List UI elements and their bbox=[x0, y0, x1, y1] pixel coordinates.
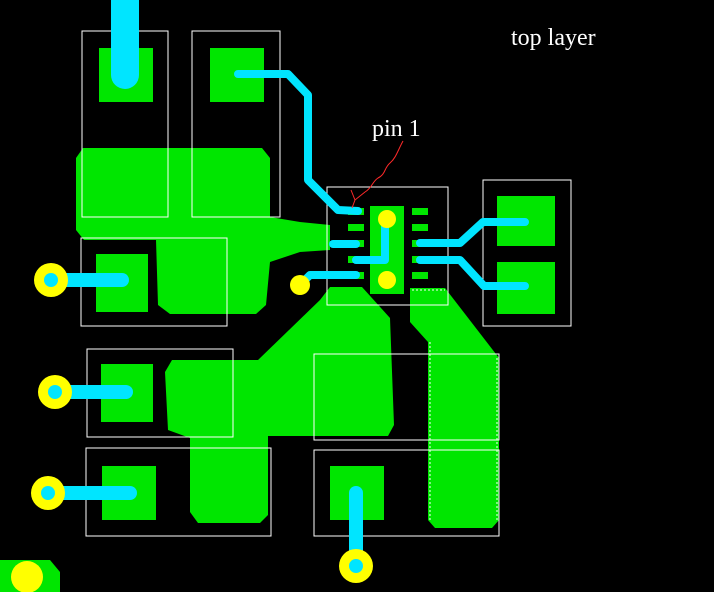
via-left-lower-hole bbox=[41, 486, 55, 500]
pour-edge-dashes bbox=[412, 289, 498, 520]
via-corner bbox=[11, 561, 43, 592]
copper-pour-right bbox=[410, 288, 499, 528]
outline-center-mid bbox=[313, 353, 500, 441]
copper-pour-center bbox=[165, 287, 394, 523]
via-left-upper-hole bbox=[44, 273, 58, 287]
ic-pin-10 bbox=[412, 208, 428, 215]
layer-label: top layer bbox=[511, 25, 596, 51]
trace-right-upper bbox=[416, 218, 529, 247]
via-ic-top bbox=[378, 210, 396, 228]
ic-pin-9 bbox=[412, 224, 428, 231]
copper-pour-upper-left bbox=[76, 148, 330, 314]
pin1-label: pin 1 bbox=[372, 116, 421, 142]
ic-pin-6 bbox=[412, 272, 428, 279]
outline-top-second bbox=[191, 30, 281, 218]
via-ic-bottom bbox=[378, 271, 396, 289]
ic-pin-2 bbox=[348, 224, 364, 231]
vias bbox=[11, 210, 396, 592]
via-small-left bbox=[290, 275, 310, 295]
trace-pin4-to-pad bbox=[352, 222, 389, 264]
trace-right-lower bbox=[416, 256, 529, 290]
trace-pin1-route bbox=[234, 70, 362, 215]
pin1-annotation-leader bbox=[350, 140, 404, 209]
via-left-middle-hole bbox=[48, 385, 62, 399]
outline-bottom-right bbox=[313, 449, 500, 537]
outline-right bbox=[482, 179, 572, 327]
via-bottom-center-hole bbox=[349, 559, 363, 573]
